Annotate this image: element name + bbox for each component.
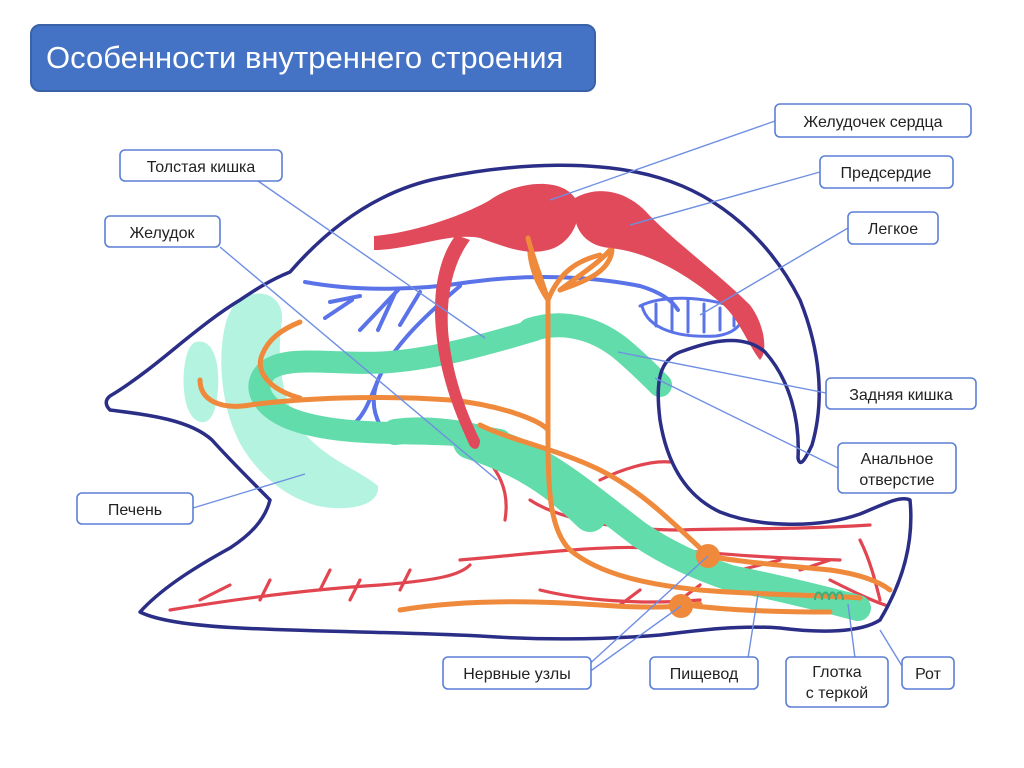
label-lung: Легкое — [847, 211, 939, 245]
label-ganglia: Нервные узлы — [442, 656, 592, 690]
label-anus-text-1: Анальное — [861, 451, 934, 468]
label-ganglia-text: Нервные узлы — [463, 666, 571, 683]
leader-hindgut — [617, 351, 827, 394]
leader-mouth — [879, 629, 903, 667]
title-banner: Особенности внутреннего строения — [30, 24, 596, 92]
leader-liver — [192, 473, 306, 509]
leader-lines — [192, 120, 903, 676]
label-liver: Печень — [76, 492, 194, 525]
label-atrium: Предсердие — [819, 155, 954, 189]
label-anus-text-2: отверстие — [859, 472, 934, 489]
leader-ganglia-1 — [584, 555, 709, 669]
leader-large-intestine — [257, 180, 486, 339]
label-anus: Анальное отверстие — [837, 442, 957, 494]
label-hindgut: Задняя кишка — [825, 377, 977, 410]
label-mouth-text: Рот — [915, 666, 942, 683]
heart — [374, 183, 765, 449]
label-large-intestine-text: Толстая кишка — [147, 159, 256, 176]
leader-pharynx — [847, 603, 856, 659]
label-stomach-text: Желудок — [130, 225, 196, 242]
leader-esophagus — [747, 593, 759, 659]
label-ventricle-text: Желудочек сердца — [803, 114, 942, 131]
label-esophagus: Пищевод — [649, 656, 759, 690]
leader-stomach — [219, 246, 498, 481]
label-large-intestine: Толстая кишка — [119, 149, 283, 182]
leader-ganglia-2 — [584, 605, 682, 676]
heart-orange-vessels — [525, 235, 613, 303]
label-esophagus-text: Пищевод — [670, 666, 739, 683]
leader-ventricle — [549, 120, 776, 201]
leader-lung — [699, 227, 849, 316]
label-lung-text: Легкое — [868, 221, 918, 238]
radula — [814, 591, 844, 601]
label-pharynx: Глотка с теркой — [785, 656, 889, 708]
label-liver-text: Печень — [108, 502, 162, 519]
label-stomach: Желудок — [104, 215, 221, 248]
label-ventricle: Желудочек сердца — [774, 103, 972, 138]
label-mouth: Рот — [901, 656, 955, 690]
label-pharynx-text-1: Глотка — [812, 664, 862, 681]
label-atrium-text: Предсердие — [841, 165, 932, 182]
leader-anus — [654, 377, 839, 469]
nervous-system — [197, 237, 893, 615]
leader-atrium — [629, 171, 821, 226]
label-pharynx-text-2: с теркой — [806, 685, 868, 702]
page-title: Особенности внутреннего строения — [46, 40, 564, 75]
label-hindgut-text: Задняя кишка — [849, 387, 953, 404]
body-outline — [104, 163, 913, 641]
